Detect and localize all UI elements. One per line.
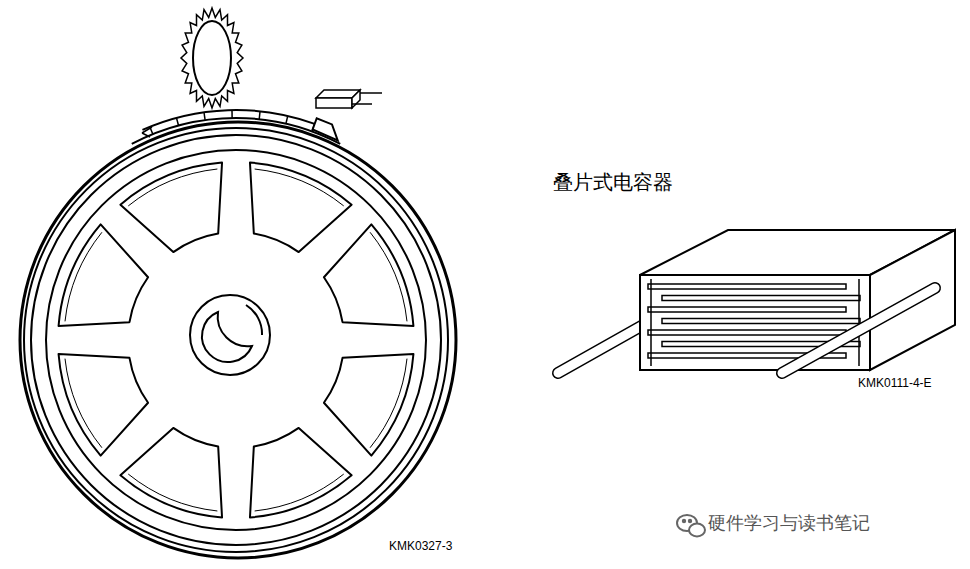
reel-window bbox=[120, 428, 222, 518]
chip-component bbox=[316, 90, 382, 108]
multilayer-capacitor bbox=[558, 230, 955, 373]
figure-code: KMK0327-3 bbox=[389, 539, 452, 553]
tape-pocket bbox=[204, 112, 205, 120]
tape-lid bbox=[313, 118, 338, 140]
carrier-tape bbox=[132, 110, 340, 144]
electrode-layer bbox=[648, 330, 846, 335]
reel-window bbox=[250, 428, 352, 518]
reel-window-rim bbox=[370, 232, 407, 321]
electrode-layer bbox=[662, 296, 860, 301]
reel-window bbox=[250, 163, 352, 253]
figure-code: KMK0111-4-E bbox=[858, 376, 932, 390]
tape-reel bbox=[20, 122, 456, 558]
watermark: 硬件学习与读书笔记 bbox=[708, 512, 870, 534]
reel-window bbox=[59, 224, 149, 326]
reel-window-rim bbox=[370, 359, 407, 448]
part-name: 叠片式电容器 bbox=[553, 170, 673, 194]
end-terminal bbox=[650, 279, 652, 366]
electrode-layer bbox=[662, 319, 860, 324]
watermark-icon bbox=[677, 515, 705, 537]
tape-pocket bbox=[286, 116, 288, 124]
reel-window-rim bbox=[255, 474, 344, 511]
reel-window bbox=[324, 224, 414, 326]
reel-window-rim bbox=[65, 232, 102, 321]
electrode-layer bbox=[648, 284, 846, 289]
reel-window-rim bbox=[128, 474, 217, 511]
end-terminal bbox=[858, 279, 860, 366]
tape-edge bbox=[142, 110, 314, 130]
electrode-layer bbox=[648, 307, 846, 312]
component-starburst bbox=[181, 8, 243, 108]
reel-window bbox=[120, 163, 222, 253]
tape-pocket bbox=[176, 118, 178, 126]
reel-window-rim bbox=[65, 359, 102, 448]
tape-arrow bbox=[142, 127, 152, 137]
reel-window-rim bbox=[128, 169, 217, 206]
tape-pocket bbox=[258, 111, 260, 119]
tape-pocket bbox=[231, 110, 233, 118]
reel-window bbox=[59, 354, 149, 456]
reel-window-rim bbox=[255, 169, 344, 206]
reel-window bbox=[324, 354, 414, 456]
